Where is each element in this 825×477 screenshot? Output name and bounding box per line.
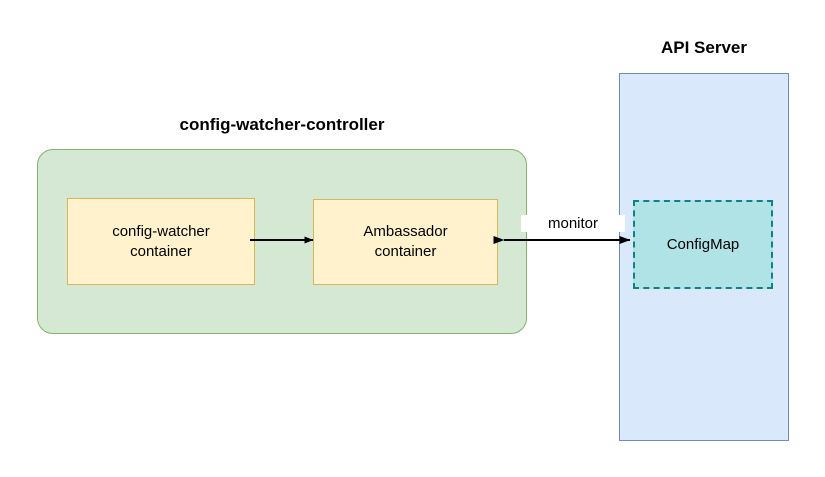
api-server-title: API Server [661, 38, 747, 57]
configmap-label: ConfigMap [666, 236, 740, 253]
config-watcher-container-label: config-watcher container [112, 222, 210, 262]
ambassador-container-label-line2: container [374, 243, 437, 260]
config-watcher-container-label-line1: config-watcher [112, 222, 210, 240]
ambassador-container-label: Ambassador container [363, 222, 447, 262]
edge-watcher-to-ambassador-arrow [250, 236, 314, 244]
config-watcher-container-label-line2: container [130, 242, 192, 260]
edge-monitor-arrow [493, 236, 631, 244]
config-watcher-controller-title: config-watcher-controller [179, 115, 385, 134]
configmap-node[interactable]: ConfigMap [633, 200, 773, 289]
edge-monitor-label: monitor [521, 215, 625, 232]
config-watcher-container-node[interactable]: config-watcher container [67, 198, 255, 285]
ambassador-container-node[interactable]: Ambassador container [313, 199, 498, 285]
ambassador-container-label-line1: Ambassador [363, 223, 448, 241]
